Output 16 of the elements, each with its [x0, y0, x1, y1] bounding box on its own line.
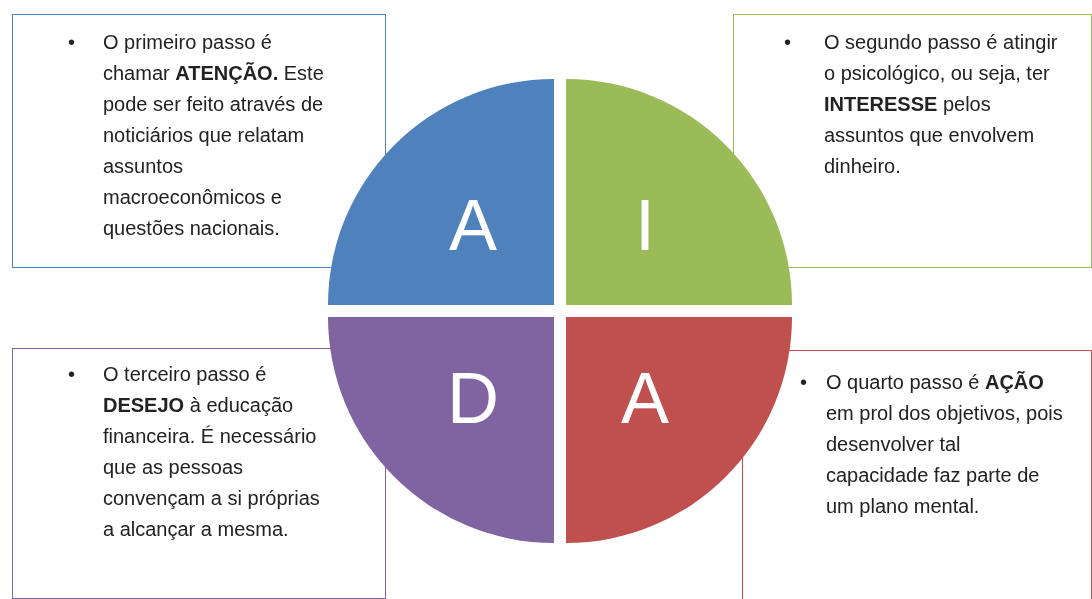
text-box — [12, 348, 386, 599]
quadrant-letter: A — [621, 362, 669, 434]
bullet: • — [784, 30, 791, 55]
quadrant-letter: D — [447, 362, 499, 434]
bullet: • — [800, 370, 807, 395]
step-description: O quarto passo é AÇÃO em prol dos objetivos, pois desenvolver tal capacidade faz parte de um plano mental. — [826, 370, 1064, 519]
quadrant-letter: A — [449, 189, 497, 261]
text-box — [12, 14, 386, 268]
text-box — [742, 350, 1092, 599]
quadrant-letter: I — [635, 189, 655, 261]
step-description: O primeiro passo é chamar ATENÇÃO. Este pode ser feito através de noticiários que relatam assuntos macroeconômicos e questões nacionais. — [103, 30, 325, 241]
step-description: O terceiro passo é DESEJO à educação financeira. É necessário que as pessoas convençam a si próprias a alcançar a mesma. — [103, 362, 321, 542]
step-description: O segundo passo é atingir o psicológico, ou seja, ter INTERESSE pelos assuntos que envolvem dinheiro. — [824, 30, 1059, 179]
bullet: • — [68, 362, 75, 387]
bullet: • — [68, 30, 75, 55]
text-box — [733, 14, 1092, 268]
